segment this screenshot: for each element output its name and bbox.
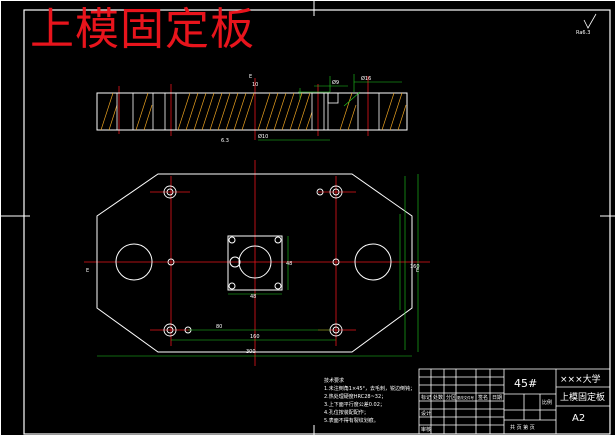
plate-outline [96, 173, 413, 353]
plan-view: 48 48 300 80 160 160 E E [84, 160, 430, 366]
tb-row-label: 签名 [478, 394, 488, 401]
section-label-left: E [86, 268, 89, 274]
tb-row-label: 更改文件号 [457, 395, 475, 400]
title-block-text: 标记 处数 分区 更改文件号 签名 日期 设计 审核 45# 比例 共 页 第 … [421, 373, 605, 433]
title-block [418, 368, 611, 435]
section-label-right: E [416, 268, 419, 274]
tech-notes: 技术要求 1.未注倒角1×45°，去毛刺，锐边倒钝； 2.热处理硬度HRC28~… [324, 377, 415, 424]
roughness-text: Ra6.3 [576, 30, 590, 36]
tb-sheet: 共 页 第 页 [510, 424, 535, 431]
notes-heading: 技术要求 [324, 377, 344, 384]
section-view: 6.3 Ø10 Ø9 Ø16 10 E [96, 74, 408, 144]
dim-section-c: Ø9 [332, 79, 339, 86]
tb-designer: 设计 [421, 410, 431, 417]
notes-line: 5.表面不得有裂纹划痕。 [324, 417, 379, 424]
tb-checker: 审核 [421, 426, 431, 433]
dim-inner-w: 48 [250, 294, 256, 300]
tb-row-label: 分区 [446, 394, 456, 401]
dim-spacing: 160 [250, 334, 260, 340]
page-title: 上模固定板 [30, 4, 255, 55]
tb-university: ×××大学 [560, 373, 601, 385]
tb-material: 45# [514, 377, 537, 390]
notes-line: 3.上下面平行度公差0.02； [324, 401, 385, 408]
notes-line: 4.孔位按装配配作； [324, 409, 369, 416]
tb-part-name: 上模固定板 [560, 391, 605, 403]
notes-line: 1.未注倒角1×45°，去毛刺，锐边倒钝； [324, 385, 415, 392]
tb-row-label: 日期 [492, 395, 502, 401]
tb-sheet-size: A2 [572, 413, 585, 424]
roughness-symbol: Ra6.3 [576, 13, 597, 36]
notes-line: 2.热处理硬度HRC28~32； [324, 393, 386, 400]
tb-row-label: 标记 [421, 394, 431, 401]
hatching [100, 92, 407, 131]
inner-frame [23, 9, 611, 435]
dim-hole-x: 80 [216, 324, 222, 330]
dim-section-d: Ø16 [361, 75, 371, 82]
dim-overall-w: 300 [246, 349, 256, 355]
dim-overall-h: 160 [410, 264, 420, 270]
section-label-top: E [249, 74, 252, 80]
dim-section-b: Ø10 [258, 133, 268, 140]
tb-row-label: 处数 [433, 394, 443, 401]
tb-scale: 比例 [542, 399, 552, 406]
dim-inner-h: 48 [286, 261, 292, 267]
dim-section-e: 10 [252, 82, 258, 88]
dim-section-a: 6.3 [221, 138, 229, 144]
